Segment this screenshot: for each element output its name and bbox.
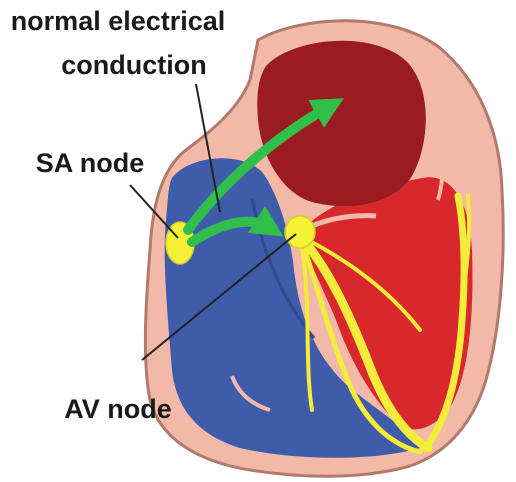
av-node [285, 216, 315, 248]
left-atrium [257, 41, 425, 206]
label-conduction-line2: conduction [61, 50, 206, 80]
label-conduction-line1: normal electrical [11, 6, 226, 36]
label-sa-node: SA node [36, 148, 145, 178]
label-av-node: AV node [64, 394, 172, 424]
